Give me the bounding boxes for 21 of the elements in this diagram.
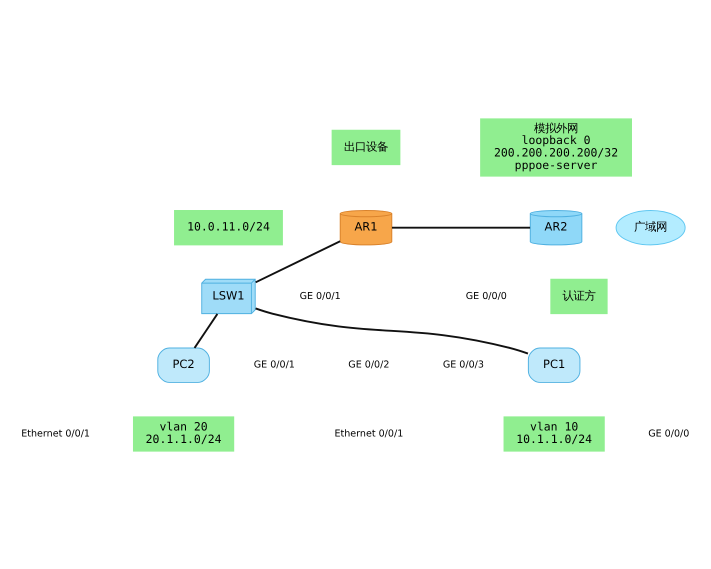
node-box: PC1 [528, 347, 580, 382]
node-box: 认证方 [550, 278, 608, 314]
connector [255, 307, 528, 354]
node-ellipse: 广域网 [616, 210, 686, 245]
label: GE 0/0/1 [300, 290, 341, 302]
connector [194, 312, 218, 348]
node-box: vlan 10 10.1.1.0/24 [504, 416, 605, 452]
node-box: 模拟外网 loopback 0 200.200.200.200/32 pppoe-server [480, 118, 632, 176]
label: GE 0/0/0 [648, 428, 690, 439]
label: GE 0/0/1 [254, 359, 295, 370]
label: GE 0/0/3 [442, 359, 484, 370]
node-box: 10.0.11.0/24 [174, 210, 283, 245]
node-box: 出口设备 [332, 129, 400, 165]
label: Ethernet 0/0/1 [21, 428, 90, 439]
connector [392, 226, 530, 228]
label: GE 0/0/0 [466, 290, 507, 302]
label: GE 0/0/2 [348, 359, 390, 370]
node-box: PC2 [157, 347, 210, 382]
label: Ethernet 0/0/1 [334, 428, 404, 439]
node-box: vlan 20 20.1.1.0/24 [132, 416, 234, 452]
connector [255, 240, 341, 283]
